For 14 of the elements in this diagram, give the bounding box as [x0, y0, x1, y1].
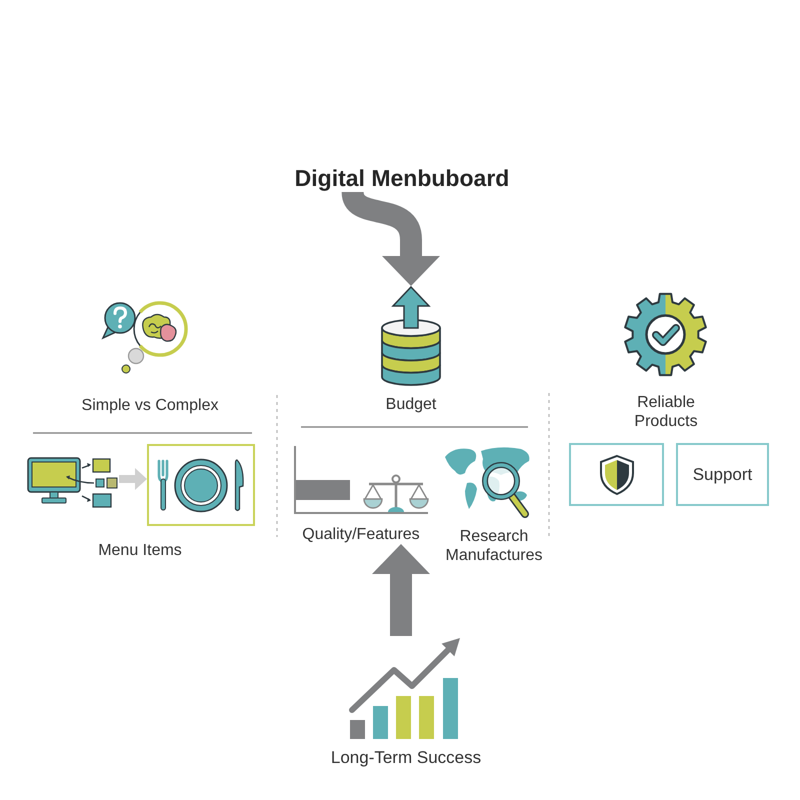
caption-text: Menu Items	[98, 541, 182, 560]
section-heading: Simple vs Complex	[82, 396, 218, 415]
title-heading: Digital Menbuboard	[294, 164, 510, 192]
node-label: Long-Term Success	[330, 748, 482, 767]
curved-arrow	[342, 190, 440, 286]
icon-card	[147, 444, 255, 526]
block-arrow	[372, 544, 430, 636]
node-label: Quality/Features	[302, 525, 420, 544]
node-label: Budget	[386, 395, 436, 414]
caption-text: Research Manufactures	[446, 527, 542, 565]
text-card: Support	[676, 443, 769, 506]
icon-card	[569, 443, 664, 506]
section-heading: Reliable Products	[634, 393, 698, 431]
arrow	[119, 468, 147, 490]
